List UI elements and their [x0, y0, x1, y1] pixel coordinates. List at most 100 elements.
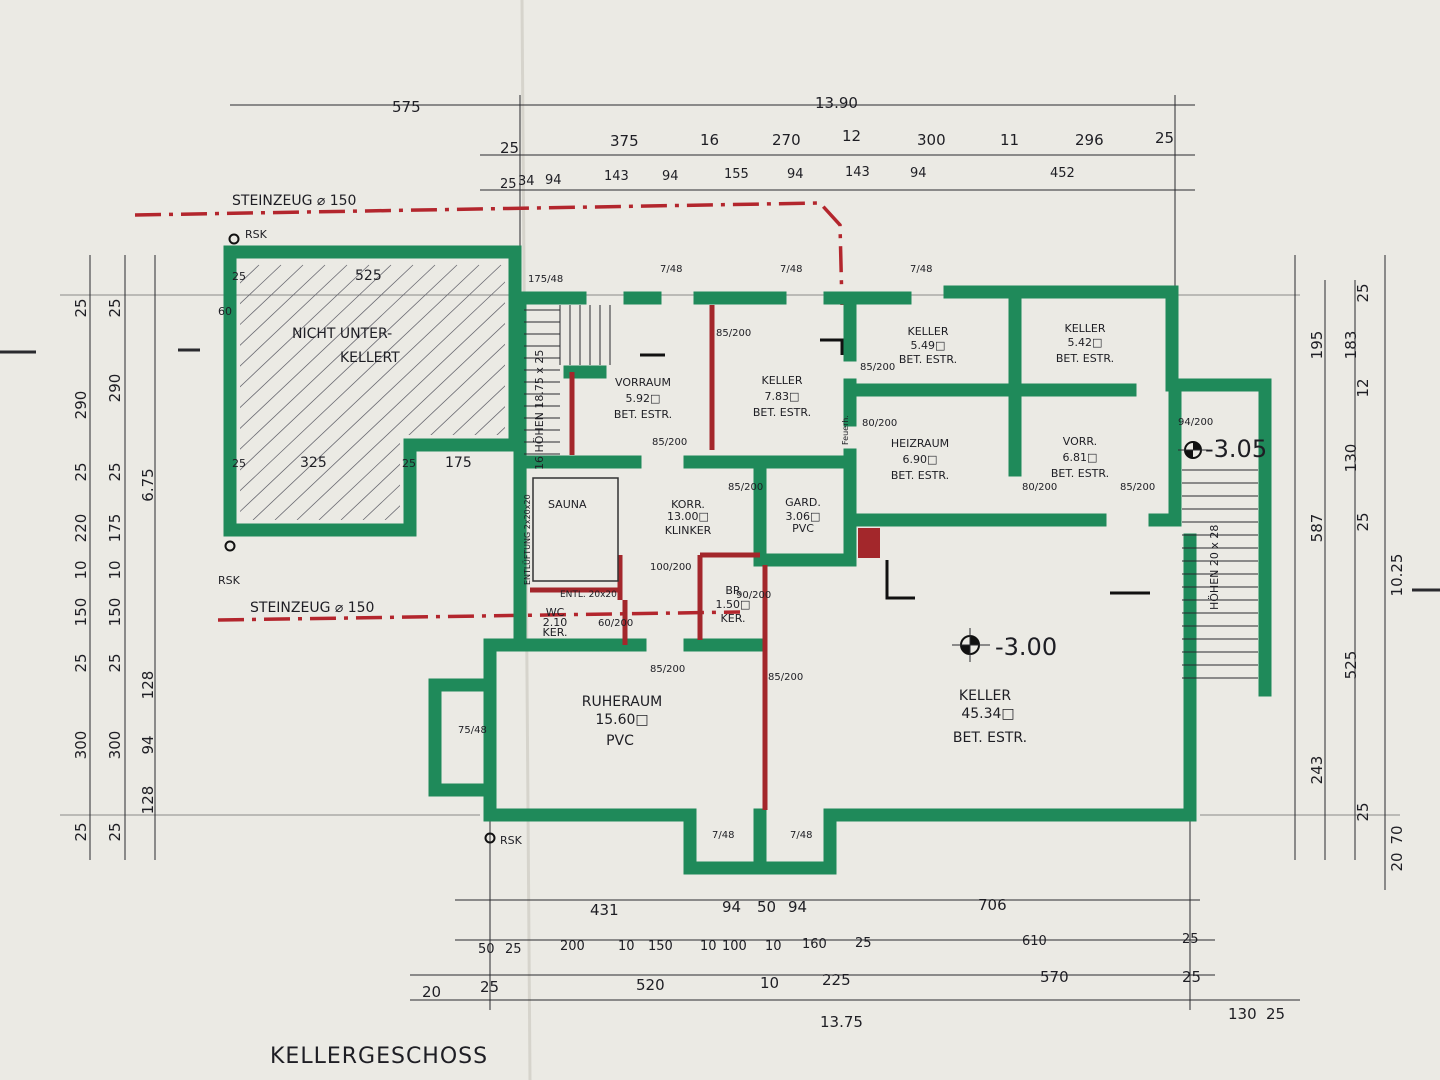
- hatch-line: [240, 264, 304, 520]
- svg-text:80/200: 80/200: [1022, 482, 1057, 493]
- svg-text:94: 94: [910, 166, 927, 181]
- staircase-right: [1182, 469, 1258, 679]
- svg-text:15.60□: 15.60□: [595, 712, 648, 728]
- svg-text:25: 25: [480, 978, 499, 996]
- svg-text:94/200: 94/200: [1178, 417, 1213, 428]
- svg-text:12: 12: [842, 127, 861, 145]
- hatch-line: [252, 264, 505, 520]
- svg-text:85/200: 85/200: [728, 482, 763, 493]
- svg-text:100/200: 100/200: [650, 562, 692, 573]
- svg-text:2.10: 2.10: [543, 616, 568, 629]
- svg-text:KER.: KER.: [721, 612, 746, 625]
- stair-note-left: 16 HÖHEN 18.75 x 25: [533, 350, 546, 470]
- svg-text:431: 431: [590, 901, 619, 919]
- svg-text:85/200: 85/200: [860, 362, 895, 373]
- svg-text:6.90□: 6.90□: [903, 453, 938, 466]
- hatch-line: [240, 264, 414, 520]
- wall-dim: 325: [300, 455, 327, 471]
- svg-text:7/48: 7/48: [780, 264, 802, 275]
- svg-text:85/200: 85/200: [1120, 482, 1155, 493]
- dimension-label: 300: [72, 731, 90, 760]
- svg-text:NICHT UNTER-: NICHT UNTER-: [292, 326, 392, 342]
- svg-text:85/200: 85/200: [650, 664, 685, 675]
- dimension-label: 94: [139, 735, 157, 754]
- wall-dim: 25: [232, 457, 246, 470]
- dimension-label: 25: [72, 822, 90, 841]
- svg-text:1.50□: 1.50□: [716, 598, 751, 611]
- svg-text:143: 143: [845, 165, 870, 180]
- hatch-line: [240, 264, 392, 520]
- svg-text:VORR.: VORR.: [1063, 435, 1097, 448]
- svg-text:452: 452: [1050, 166, 1075, 181]
- svg-text:85/200: 85/200: [768, 672, 803, 683]
- svg-text:20: 20: [422, 983, 441, 1001]
- pipe-label-bottom: STEINZEUG ⌀ 150: [250, 600, 374, 616]
- svg-text:BET. ESTR.: BET. ESTR.: [614, 408, 672, 421]
- dimension-label: 70: [1388, 825, 1406, 844]
- stair-note-right: HÖHEN 20 x 28: [1208, 525, 1221, 610]
- svg-text:296: 296: [1075, 131, 1104, 149]
- svg-text:94: 94: [545, 173, 562, 188]
- dimension-label: 220: [72, 514, 90, 543]
- svg-text:60/200: 60/200: [598, 618, 633, 629]
- dimension-label: 290: [106, 374, 124, 403]
- svg-text:KELLERT: KELLERT: [340, 350, 400, 366]
- svg-text:KELLER: KELLER: [907, 325, 948, 338]
- plan-title: KELLERGESCHOSS: [270, 1044, 488, 1069]
- rsk-label: RSK: [245, 228, 268, 241]
- dimension-label: 290: [72, 391, 90, 420]
- svg-text:25: 25: [505, 942, 522, 957]
- dimension-label: 25: [72, 462, 90, 481]
- svg-text:13.75: 13.75: [820, 1013, 863, 1031]
- svg-text:34: 34: [518, 174, 535, 189]
- svg-text:160: 160: [802, 937, 827, 952]
- svg-text:25: 25: [500, 177, 517, 192]
- svg-text:PVC: PVC: [606, 733, 634, 749]
- svg-text:13.00□: 13.00□: [667, 510, 709, 523]
- svg-text:GARD.: GARD.: [785, 496, 821, 509]
- dimension-label: 150: [72, 598, 90, 627]
- svg-text:10: 10: [760, 974, 779, 992]
- svg-text:25: 25: [1266, 1005, 1285, 1023]
- svg-text:85/200: 85/200: [652, 437, 687, 448]
- svg-text:7/48: 7/48: [790, 830, 812, 841]
- svg-text:5.42□: 5.42□: [1068, 336, 1103, 349]
- svg-text:50: 50: [478, 942, 495, 957]
- svg-text:300: 300: [917, 131, 946, 149]
- dimension-label: 243: [1308, 756, 1326, 785]
- level-label: -3.00: [995, 633, 1057, 661]
- svg-text:150: 150: [648, 939, 673, 954]
- pipe-label-top: STEINZEUG ⌀ 150: [232, 193, 356, 209]
- vent-note: ENTL. 20x20: [560, 590, 617, 600]
- svg-text:100: 100: [722, 939, 747, 954]
- room-gard: GARD.3.06□PVC: [785, 496, 821, 535]
- wall-dim: 25: [232, 270, 246, 283]
- svg-text:45.34□: 45.34□: [961, 706, 1014, 722]
- svg-text:KORR.: KORR.: [671, 498, 705, 511]
- svg-text:7/48: 7/48: [910, 264, 932, 275]
- svg-text:KELLER: KELLER: [1064, 322, 1105, 335]
- svg-text:90/200: 90/200: [736, 590, 771, 601]
- svg-text:706: 706: [978, 896, 1007, 914]
- dimension-label: 10: [106, 560, 124, 579]
- vent-sauna-note: ENTLÜFTUNG 2x20x20: [522, 494, 532, 585]
- hatch-line: [240, 264, 436, 520]
- hatch-line: [274, 264, 505, 520]
- svg-text:10: 10: [765, 939, 782, 954]
- svg-text:25: 25: [1155, 129, 1174, 147]
- svg-text:570: 570: [1040, 968, 1069, 986]
- svg-text:3.06□: 3.06□: [786, 510, 821, 523]
- svg-text:25: 25: [500, 139, 519, 157]
- sewer-pipe-top: [134, 201, 844, 306]
- svg-text:75/48: 75/48: [458, 725, 487, 736]
